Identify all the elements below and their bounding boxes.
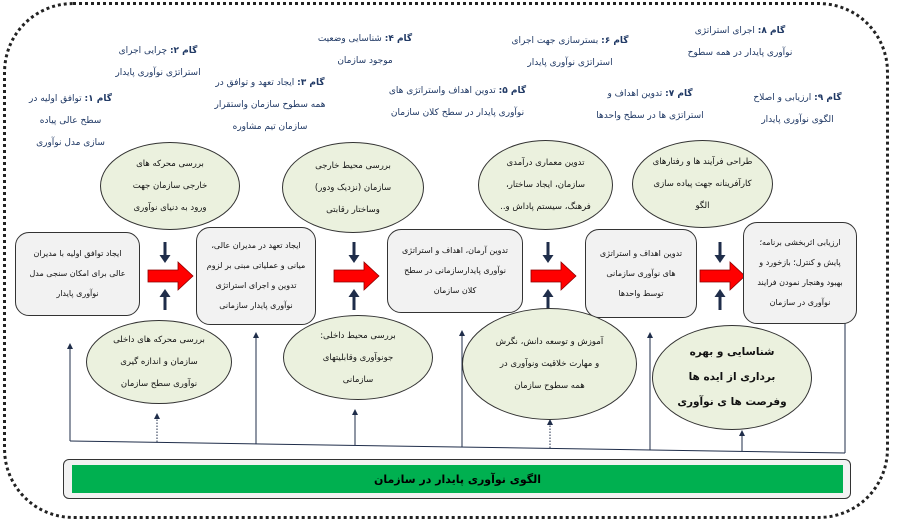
step-number: گام ۹: xyxy=(814,93,842,103)
process-box-3: تدوین آرمان، اهداف و استراتژی نوآوری پای… xyxy=(387,229,523,313)
down-arrow-icon xyxy=(159,242,171,263)
step-text: اجرای استراتژی نوآوری پایدار در همه سطوح xyxy=(687,26,793,58)
bottom-ellipse-1-text: بررسی محرکه های داخلی سازمان و اندازه گی… xyxy=(113,335,205,389)
step-label-3: گام ۳: ایجاد تعهد و توافق در همه سطوح سا… xyxy=(190,72,350,138)
flow-arrow-1 xyxy=(147,261,194,291)
up-arrow-icon xyxy=(714,289,726,310)
bottom-ellipse-1: بررسی محرکه های داخلی سازمان و اندازه گی… xyxy=(86,320,232,404)
up-arrow-icon xyxy=(159,289,171,310)
top-ellipse-3-text: تدوین معماری درآمدی سازمان، ایجاد ساختار… xyxy=(500,158,591,212)
up-arrow-icon xyxy=(348,289,360,310)
top-ellipse-2: بررسی محیط خارجی سازمان (نزدیک ودور) وسا… xyxy=(282,142,424,233)
up-arrow-icon xyxy=(542,289,554,310)
baseline xyxy=(69,440,846,454)
step-number: گام ۶: xyxy=(601,36,629,46)
process-box-1: ایجاد توافق اولیه با مدیران عالی برای ام… xyxy=(15,232,140,316)
flow-arrow-2 xyxy=(333,261,380,291)
step-label-1: گام ۱: توافق اولیه در سطح عالی پیاده ساز… xyxy=(8,88,133,154)
down-arrow-icon xyxy=(714,242,726,263)
top-ellipse-1-text: بررسی محرکه های خارجی سازمان جهت ورود به… xyxy=(132,159,208,213)
process-box-4-text: تدوین اهداف و استراتژی های نوآوری سازمان… xyxy=(599,248,683,298)
step-number: گام ۳: xyxy=(297,78,325,88)
step-label-5: گام ۵: تدوین اهداف واستراتژی های نوآوری … xyxy=(370,80,545,124)
top-ellipse-3: تدوین معماری درآمدی سازمان، ایجاد ساختار… xyxy=(478,140,613,230)
footer-banner: الگوی نوآوری پایدار در سازمان xyxy=(72,465,843,493)
process-box-4: تدوین اهداف و استراتژی های نوآوری سازمان… xyxy=(585,229,697,318)
step-text: بسترسازی جهت اجرای استراتژی نوآوری پایدا… xyxy=(511,36,613,68)
process-box-3-text: تدوین آرمان، اهداف و استراتژی نوآوری پای… xyxy=(402,246,508,295)
step-number: گام ۷: xyxy=(665,89,693,99)
process-box-1-text: ایجاد توافق اولیه با مدیران عالی برای ام… xyxy=(29,249,126,298)
step-text: تدوین اهداف و استراتژی ها در سطح واحدها xyxy=(596,89,704,121)
step-number: گام ۱: xyxy=(84,94,112,104)
top-ellipse-4: طراحی فرآیند ها و رفتارهای کارآفرینانه ج… xyxy=(632,140,773,228)
step-label-2: گام ۲: چرایی اجرای استراتژی نوآوری پایدا… xyxy=(88,40,228,84)
step-text: چرایی اجرای استراتژی نوآوری پایدار xyxy=(115,46,201,78)
flow-arrow-4 xyxy=(699,261,746,291)
step-label-8: گام ۸: اجرای استراتژی نوآوری پایدار در ه… xyxy=(665,20,815,64)
top-ellipse-4-text: طراحی فرآیند ها و رفتارهای کارآفرینانه ج… xyxy=(652,157,753,211)
flow-arrow-3 xyxy=(530,261,577,291)
step-text: تدوین اهداف واستراتژی های نوآوری پایدار … xyxy=(388,86,525,118)
footer-title: الگوی نوآوری پایدار در سازمان xyxy=(373,472,542,486)
bottom-ellipse-4: شناسایی و بهره برداری از ایده ها وفرصت ه… xyxy=(652,325,812,430)
process-box-2-text: ایجاد تعهد در مدیران عالی، میانی و عملیا… xyxy=(206,241,306,310)
step-number: گام ۵: xyxy=(498,86,527,96)
down-arrow-icon xyxy=(348,242,360,263)
step-number: گام ۴: xyxy=(384,34,413,44)
step-label-7: گام ۷: تدوین اهداف و استراتژی ها در سطح … xyxy=(575,83,725,127)
step-label-6: گام ۶: بسترسازی جهت اجرای استراتژی نوآور… xyxy=(495,30,645,74)
step-text: شناسایی وضعیت موجود سازمان xyxy=(317,34,393,66)
step-text: ارزیابی و اصلاح الگوی نوآوری پایدار xyxy=(753,93,834,125)
process-box-5-text: ارزیابی اثربخشی برنامه؛ پایش و کنترل؛ با… xyxy=(757,238,843,307)
step-label-9: گام ۹: ارزیابی و اصلاح الگوی نوآوری پاید… xyxy=(730,87,865,131)
step-number: گام ۸: xyxy=(757,26,786,36)
step-number: گام ۲: xyxy=(169,46,198,56)
step-text: توافق اولیه در سطح عالی پیاده سازی مدل ن… xyxy=(29,94,105,148)
dotted-frame xyxy=(3,2,889,519)
down-arrow-icon xyxy=(542,242,554,263)
bottom-ellipse-3: آموزش و توسعه دانش، نگرش و مهارت خلاقیت … xyxy=(462,308,637,420)
bottom-ellipse-3-text: آموزش و توسعه دانش، نگرش و مهارت خلاقیت … xyxy=(495,337,604,391)
process-box-5: ارزیابی اثربخشی برنامه؛ پایش و کنترل؛ با… xyxy=(743,222,857,324)
bottom-ellipse-2-text: بررسی محیط داخلی: جونوآوری وقابلیتهای سا… xyxy=(320,330,396,385)
process-box-2: ایجاد تعهد در مدیران عالی، میانی و عملیا… xyxy=(196,227,316,325)
bottom-ellipse-2: بررسی محیط داخلی: جونوآوری وقابلیتهای سا… xyxy=(283,315,433,400)
bottom-ellipse-4-text: شناسایی و بهره برداری از ایده ها وفرصت ه… xyxy=(677,346,787,408)
step-label-4: گام ۴: شناسایی وضعیت موجود سازمان xyxy=(295,28,435,72)
step-text: ایجاد تعهد و توافق در همه سطوح سازمان وا… xyxy=(214,78,326,132)
top-ellipse-1: بررسی محرکه های خارجی سازمان جهت ورود به… xyxy=(100,142,240,230)
top-ellipse-2-text: بررسی محیط خارجی سازمان (نزدیک ودور) وسا… xyxy=(314,160,392,215)
